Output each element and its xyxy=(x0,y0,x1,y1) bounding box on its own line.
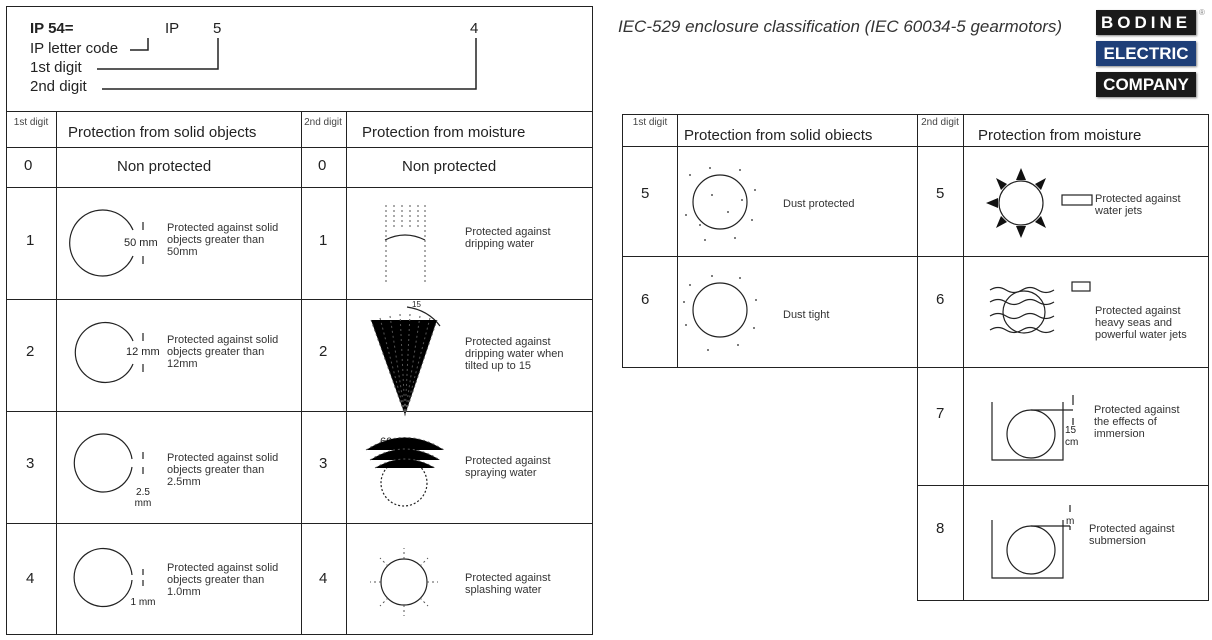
right-header-moisture: Protection from moisture xyxy=(978,127,1142,144)
logo-line-3: COMPANY xyxy=(1096,72,1196,97)
right-header-solids: Protection from solid obiects xyxy=(684,127,873,144)
first-digit-value: 5 xyxy=(213,20,222,37)
row6-d1: 6 xyxy=(641,291,650,308)
row2-dim: 12 mm xyxy=(126,346,160,358)
row3-d2: 3 xyxy=(319,455,328,472)
row6-moisture: Protected against heavy seas and powerfu… xyxy=(1095,305,1187,341)
row0-d1: 0 xyxy=(24,157,33,174)
row2-solid: Protected against solid objects greater … xyxy=(167,334,279,370)
registered-mark: ® xyxy=(1199,8,1205,17)
row1-moisture: Protected against dripping water xyxy=(465,226,551,250)
immersion-icon xyxy=(1006,409,1056,459)
second-digit-value: 4 xyxy=(470,20,479,37)
second-digit-label: 2nd digit xyxy=(30,78,87,95)
dust-dots-icon xyxy=(683,167,757,351)
row2-moisture: Protected against dripping water when ti… xyxy=(465,336,564,372)
row7-d2: 7 xyxy=(936,405,945,422)
row6-solid: Dust tight xyxy=(783,309,830,321)
row0-solid: Non protected xyxy=(117,158,212,175)
row0-d2: 0 xyxy=(318,157,327,174)
row1-d1: 1 xyxy=(26,232,35,249)
page-title: IEC-529 enclosure classification (IEC 60… xyxy=(618,17,1063,36)
row6-d2: 6 xyxy=(936,291,945,308)
row1-d2: 1 xyxy=(319,232,328,249)
heavy-seas-icon xyxy=(1002,290,1046,334)
right-header-first-digit: 1st digit xyxy=(632,117,668,128)
row5-d1: 5 xyxy=(641,185,650,202)
row5-solid: Dust protected xyxy=(783,198,855,210)
row4-moisture: Protected against splashing water xyxy=(465,572,551,596)
right-header-second-digit: 2nd digit xyxy=(921,117,959,128)
ip-code: IP 54= xyxy=(30,20,74,37)
logo-line-2: ELECTRIC xyxy=(1096,41,1196,66)
legend-connector-lines xyxy=(97,38,477,90)
header-solids: Protection from solid objects xyxy=(68,124,257,141)
row8-moisture: Protected against submersion xyxy=(1089,523,1175,547)
row5-d2: 5 xyxy=(936,185,945,202)
ip-letter-label: IP letter code xyxy=(30,40,119,57)
row3-moisture: Protected against spraying water xyxy=(465,455,551,479)
spraying-water-icon xyxy=(380,459,428,507)
circle-1mm-icon xyxy=(73,547,133,608)
row7-dim: 15 cm xyxy=(1065,425,1079,448)
row1-solid: Protected against solid objects greater … xyxy=(167,222,279,258)
dripping-water-icon xyxy=(384,234,426,241)
row2-d2: 2 xyxy=(319,343,328,360)
first-digit-label: 1st digit xyxy=(30,59,82,76)
submersion-icon xyxy=(1006,525,1056,575)
circle-12mm-icon xyxy=(74,321,134,384)
row8-d2: 8 xyxy=(936,520,945,537)
logo-line-1: BODINE xyxy=(1096,10,1196,35)
jet-spikes-icon xyxy=(986,168,1046,238)
dust-tight-icon xyxy=(692,282,748,338)
row4-solid: Protected against solid objects greater … xyxy=(167,562,279,598)
header-moisture: Protection from moisture xyxy=(362,124,526,141)
row4-d1: 4 xyxy=(26,570,35,587)
header-first-digit: 1st digit xyxy=(13,117,49,128)
row4-d2: 4 xyxy=(319,570,328,587)
row1-dim: 50 mm xyxy=(124,237,158,249)
row2-d1: 2 xyxy=(26,343,35,360)
row4-dim: 1 mm xyxy=(130,597,156,608)
row3-solid: Protected against solid objects greater … xyxy=(167,452,279,488)
left-diagrams xyxy=(69,205,445,616)
water-jets-icon xyxy=(998,180,1044,226)
dust-protected-icon xyxy=(692,174,748,230)
row8-dim: m xyxy=(1066,516,1075,527)
row5-moisture: Protected against water jets xyxy=(1095,193,1181,217)
header-second-digit: 2nd digit xyxy=(304,117,342,128)
circle-50mm-icon xyxy=(69,209,134,277)
row3-d1: 3 xyxy=(26,455,35,472)
row2-angle: 15 xyxy=(412,300,421,309)
ip-letters: IP xyxy=(165,20,180,37)
circle-2-5mm-icon xyxy=(73,433,133,493)
row7-moisture: Protected against the effects of immersi… xyxy=(1094,404,1180,440)
row3-dim: 2.5 mm xyxy=(134,487,152,509)
row0-moisture: Non protected xyxy=(402,158,497,175)
left-table xyxy=(6,6,593,635)
